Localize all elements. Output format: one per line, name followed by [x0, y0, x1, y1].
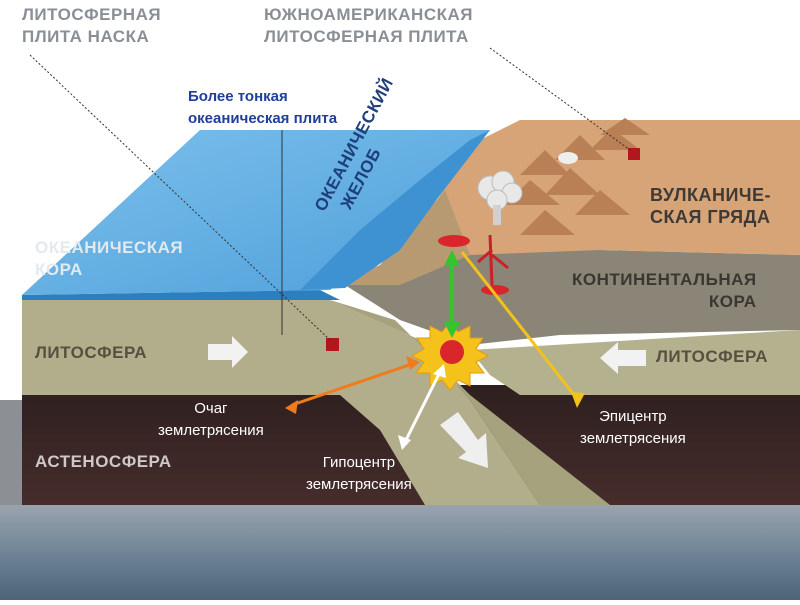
label-nazca-plate: ЛИТОСФЕРНАЯ ПЛИТА НАСКА [22, 5, 162, 46]
left-arrow-icon [600, 342, 646, 374]
volcano-icon [505, 118, 650, 235]
label-continental-crust: КОНТИНЕНТАЛЬНАЯ КОРА [572, 270, 757, 311]
label-hypocenter: Гипоцентр землетрясения [306, 454, 412, 493]
label-lithosphere-left: ЛИТОСФЕРА [35, 343, 148, 362]
trench-water [300, 130, 490, 290]
down-right-arrow-icon [440, 412, 488, 468]
lithosphere-left [22, 300, 540, 505]
right-arrow-icon [208, 336, 248, 368]
epicenter-arrow [460, 251, 585, 408]
hypocenter-dot [440, 340, 464, 364]
marker-lithosphere [326, 338, 339, 351]
vertical-arrow [444, 250, 460, 338]
magma-chamber-top [438, 235, 470, 247]
magma-conduit [477, 234, 509, 286]
small-cloud [558, 152, 578, 164]
water-band [0, 505, 800, 600]
marker-continent [628, 148, 640, 160]
subducting-slab [330, 300, 610, 505]
left-edge-strip [0, 400, 22, 505]
label-asthenosphere: АСТЕНОСФЕРА [35, 452, 172, 471]
oceanic-plate-front [22, 290, 340, 300]
continental-crust-layer [345, 250, 800, 345]
label-volcanic-ridge: ВУЛКАНИЧЕ- СКАЯ ГРЯДА [650, 185, 772, 227]
hypocenter-arrow [398, 364, 446, 450]
label-epicenter: Эпицентр землетрясения [580, 408, 686, 447]
plume-icon [477, 170, 523, 225]
leader-south-american [489, 47, 631, 151]
label-earthquake-source: Очаг землетрясения [158, 400, 264, 439]
label-thinner-oceanic-plate: Более тонкая океаническая плита [188, 88, 338, 127]
label-lithosphere-right: ЛИТОСФЕРА [656, 347, 769, 366]
continent-slope [335, 190, 470, 285]
label-south-american-plate: ЮЖНОАМЕРИКАНСКАЯ ЛИТОСФЕРНАЯ ПЛИТА [264, 5, 473, 46]
leader-nazca [29, 54, 331, 341]
label-oceanic-crust: ОКЕАНИЧЕСКАЯ КОРА [35, 238, 184, 279]
focus-arrow [285, 356, 420, 414]
